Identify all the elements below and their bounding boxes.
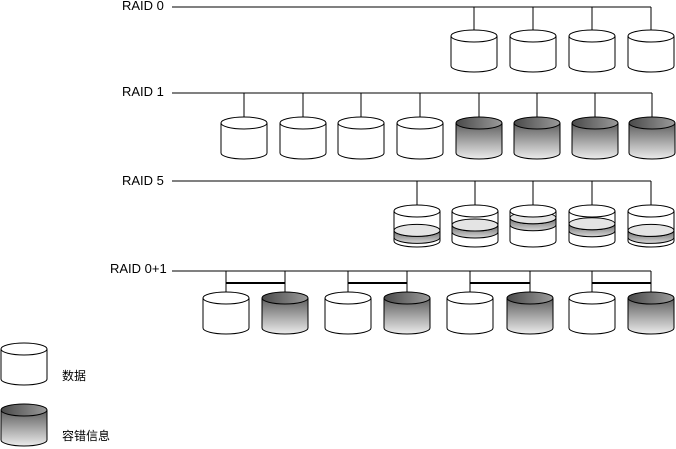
disk-body [324,297,372,335]
legend-data-label: 数据 [62,368,86,383]
stripe-band-top [393,223,441,237]
raid0-disk [509,29,557,73]
raid01-label: RAID 0+1 [110,261,167,276]
raid5-disk [393,204,441,248]
disk-body [0,409,48,447]
raid1-disk [279,116,327,160]
raid01-disk [627,291,675,335]
disk-body [446,297,494,335]
stripe-band-top [568,217,616,231]
disk-body [627,297,675,335]
disk-body [279,122,327,160]
disk-top [337,116,385,130]
raid5-label: RAID 5 [122,173,164,188]
disk-top [220,116,268,130]
disk-top [506,291,554,305]
disk-top [509,29,557,43]
disk-top [393,204,441,218]
disk-top [0,403,48,417]
disk-body [261,297,309,335]
raid0-disk [568,29,616,73]
disk-body [568,35,616,73]
raid1-disk [571,116,619,160]
disk-top [627,204,675,218]
raid1-disk [628,116,676,160]
legend-data-icon [0,342,48,386]
disk-top [568,204,616,218]
disk-top [261,291,309,305]
legend-parity-icon [0,403,48,447]
legend-parity-label: 容错信息 [62,428,110,443]
disk-body [383,297,431,335]
raid5-disk [627,204,675,248]
raid01-disk [383,291,431,335]
raid01-disk [324,291,372,335]
disk-top [324,291,372,305]
disk-body [568,297,616,335]
raid01-disk [446,291,494,335]
disk-body [220,122,268,160]
raid1-label: RAID 1 [122,84,164,99]
raid5-disk [451,204,499,248]
disk-body [571,122,619,160]
raid1-disk [455,116,503,160]
disk-body [396,122,444,160]
raid01-disk [568,291,616,335]
disk-top [568,291,616,305]
disk-top [627,291,675,305]
disk-top [383,291,431,305]
raid1-disk [337,116,385,160]
raid01-disk [261,291,309,335]
disk-body [450,35,498,73]
raid01-disk [506,291,554,335]
disk-top [627,29,675,43]
raid1-disk [396,116,444,160]
disk-body [513,122,561,160]
raid0-disk [450,29,498,73]
raid0-disk [627,29,675,73]
disk-top [513,116,561,130]
disk-top [396,116,444,130]
disk-top [446,291,494,305]
disk-body [0,348,48,386]
disk-body [509,35,557,73]
disk-top [202,291,250,305]
disk-body [455,122,503,160]
disk-top [509,204,557,218]
raid5-disk [568,204,616,248]
disk-body [506,297,554,335]
disk-top [571,116,619,130]
disk-top [451,204,499,218]
raid1-disk [513,116,561,160]
raid0-label: RAID 0 [122,0,164,13]
diagram-shapes [0,6,676,447]
stripe-band-top [627,223,675,237]
disk-body [202,297,250,335]
raid1-disk [220,116,268,160]
disk-top [450,29,498,43]
disk-top [279,116,327,130]
disk-top [455,116,503,130]
disk-body [337,122,385,160]
disk-top [0,342,48,356]
raid01-disk [202,291,250,335]
stripe-band-top [451,218,499,232]
disk-body [627,35,675,73]
raid5-disk [509,204,557,248]
disk-body [628,122,676,160]
disk-top [568,29,616,43]
disk-top [628,116,676,130]
